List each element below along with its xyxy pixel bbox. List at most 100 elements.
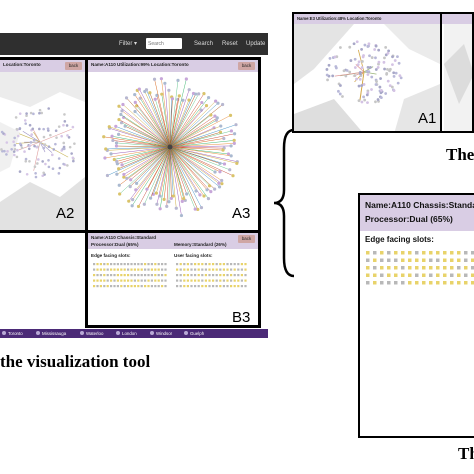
pane-a2-back-button[interactable]: back	[65, 62, 82, 70]
slot-cell	[116, 285, 119, 288]
graph-node	[207, 184, 212, 188]
pane-b3-back-button[interactable]: back	[238, 235, 255, 243]
slot-cell	[157, 285, 160, 288]
slot-cell	[99, 274, 102, 277]
slot-cell	[226, 285, 229, 288]
graph-edge	[169, 146, 216, 173]
update-button[interactable]: Update	[246, 41, 266, 47]
graph-node	[18, 142, 22, 146]
slot-cell	[130, 279, 133, 282]
zoomed-a1-second-header	[442, 14, 472, 24]
pane-a2-graph[interactable]	[0, 72, 85, 230]
graph-node	[167, 88, 171, 92]
graph-node	[142, 202, 146, 206]
graph-node	[378, 85, 382, 89]
slot-cell	[471, 251, 474, 255]
slot-cell	[144, 263, 147, 266]
pane-a3-back-button[interactable]: back	[238, 62, 255, 70]
slot-cell	[366, 266, 370, 270]
slot-cell	[230, 279, 233, 282]
slot-cell	[133, 274, 136, 277]
graph-node	[232, 138, 236, 143]
graph-node	[217, 181, 221, 185]
graph-node	[153, 97, 157, 101]
graph-node	[25, 172, 29, 176]
graph-edge	[355, 64, 365, 73]
zoomed-b-slots[interactable]	[360, 249, 474, 289]
search-button[interactable]: Search	[194, 41, 214, 47]
graph-node	[366, 101, 369, 105]
graph-edge	[22, 130, 41, 143]
slot-cell	[464, 258, 468, 262]
graph-node	[374, 83, 378, 86]
slot-cell	[99, 268, 102, 271]
graph-node	[366, 73, 370, 76]
slot-cell	[366, 258, 370, 262]
graph-node	[167, 200, 171, 204]
graph-node	[187, 98, 191, 102]
legend-item[interactable]: Guelph	[184, 331, 204, 336]
graph-node	[218, 161, 222, 166]
search-input[interactable]	[146, 38, 182, 49]
graph-node	[394, 71, 398, 75]
legend-item[interactable]: London	[116, 331, 137, 336]
graph-edge	[116, 146, 171, 162]
legend-dot-icon	[80, 331, 84, 336]
legend-dot-icon	[150, 331, 154, 336]
graph-node	[392, 89, 396, 92]
graph-node	[358, 77, 362, 81]
graph-node	[390, 85, 394, 89]
graph-edge	[126, 146, 171, 179]
pane-a3-title: Name:A110 Utilization:99% Location:Toron…	[91, 62, 189, 67]
graph-edge	[136, 146, 171, 184]
graph-node	[396, 55, 399, 59]
slot-cell	[230, 268, 233, 271]
slot-cell	[226, 274, 229, 277]
graph-node	[54, 129, 58, 133]
graph-edge	[164, 83, 171, 148]
graph-node	[386, 79, 390, 83]
legend-item[interactable]: Mississauga	[36, 331, 66, 336]
graph-node	[24, 157, 28, 161]
graph-node	[29, 141, 33, 144]
graph-node	[235, 161, 239, 165]
slot-cell	[133, 263, 136, 266]
graph-node	[114, 141, 119, 145]
graph-edge	[119, 146, 171, 195]
zoomed-a1-graph[interactable]	[294, 24, 474, 133]
slot-cell	[222, 285, 225, 288]
slot-cell	[147, 263, 150, 266]
graph-node	[358, 70, 362, 74]
graph-node	[213, 170, 217, 174]
slot-cell	[123, 274, 126, 277]
pane-a3-graph[interactable]	[88, 72, 258, 230]
graph-edge	[169, 103, 219, 148]
graph-node	[118, 192, 122, 196]
graph-edge	[155, 99, 171, 148]
slot-cell	[401, 281, 405, 285]
graph-node	[34, 171, 37, 175]
graph-node	[111, 138, 115, 143]
graph-node	[391, 63, 394, 67]
reset-button[interactable]: Reset	[222, 41, 238, 47]
filter-menu[interactable]: Filter	[119, 41, 133, 47]
graph-node	[232, 141, 236, 145]
graph-edge	[169, 102, 203, 148]
graph-node	[116, 132, 121, 136]
legend-item[interactable]: Waterloo	[80, 331, 103, 336]
graph-node	[325, 73, 329, 77]
graph-node	[12, 140, 15, 144]
slot-cell	[164, 279, 167, 282]
graph-node	[31, 127, 35, 131]
slot-cell	[443, 273, 447, 277]
graph-node	[62, 141, 66, 145]
chevron-down-icon[interactable]: ▾	[134, 41, 138, 47]
graph-node	[62, 123, 65, 127]
pane-b3-slots[interactable]	[88, 261, 258, 291]
legend-item[interactable]: Windsor	[150, 331, 172, 336]
graph-node	[23, 119, 27, 122]
legend-item[interactable]: Toronto	[2, 331, 23, 336]
slot-cell	[179, 279, 182, 282]
graph-edge	[169, 146, 196, 210]
slot-cell	[127, 263, 130, 266]
